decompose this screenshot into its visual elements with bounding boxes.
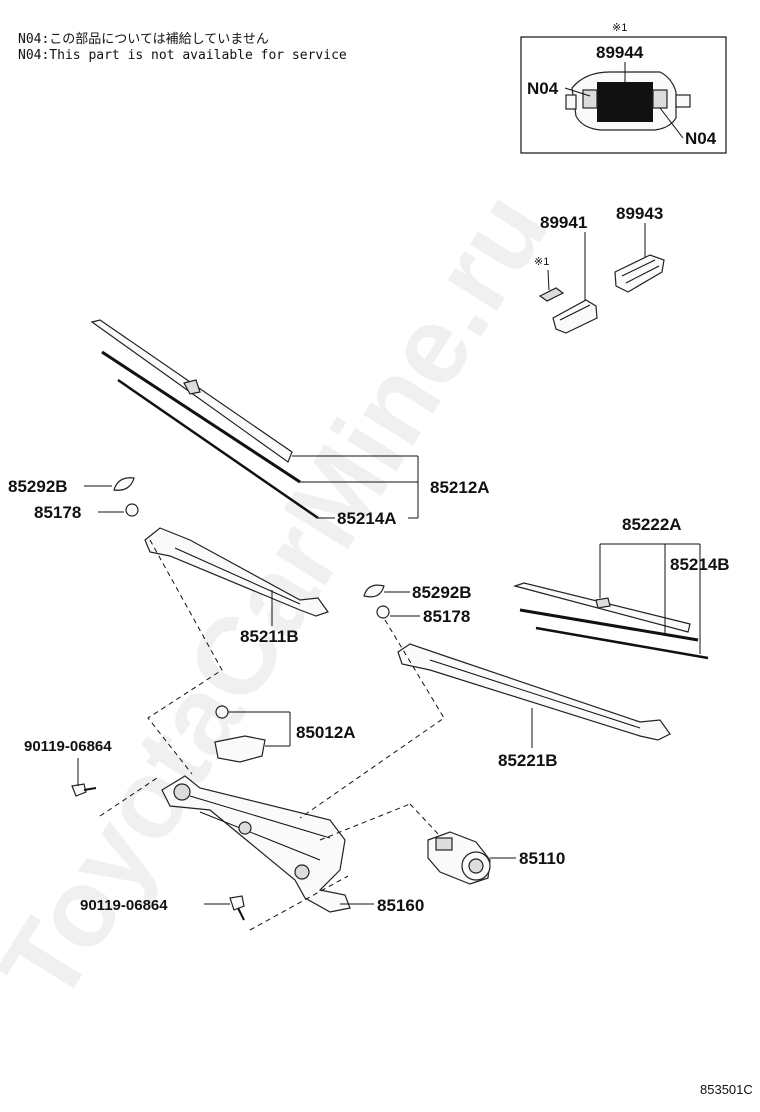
label-85212a[interactable]: 85212A (430, 478, 490, 497)
left-wiper-arm[interactable]: 85211B (144, 527, 329, 646)
label-85292b-left[interactable]: 85292B (8, 477, 68, 496)
label-85160[interactable]: 85160 (377, 896, 424, 915)
label-85222a[interactable]: 85222A (622, 515, 682, 534)
note-english: N04:This part is not available for servi… (18, 48, 347, 63)
inset-n04-left: N04 (527, 79, 559, 98)
cap-85292b-left[interactable]: 85292B (8, 477, 135, 496)
nut-85178-right[interactable]: 85178 (376, 605, 470, 626)
label-85211b[interactable]: 85211B (240, 627, 299, 646)
bolt-top[interactable]: 90119-06864 (24, 738, 112, 797)
label-85178-left[interactable]: 85178 (34, 503, 81, 522)
inset-box: ※1 89944 N04 N04 (520, 22, 727, 154)
ref-mark-small: ※1 (534, 256, 549, 268)
label-89943[interactable]: 89943 (616, 204, 663, 223)
label-bolt-top[interactable]: 90119-06864 (24, 738, 112, 755)
label-85110[interactable]: 85110 (519, 849, 565, 868)
label-85221b[interactable]: 85221B (498, 751, 558, 770)
label-85292b-right[interactable]: 85292B (412, 583, 472, 602)
diagram-code: 853501C (700, 1082, 753, 1097)
inset-part-label[interactable]: 89944 (596, 43, 644, 62)
label-89941[interactable]: 89941 (540, 213, 587, 232)
assembly-dashed-lines (99, 539, 445, 931)
right-wiper-blade[interactable]: 85222A 85214B (512, 515, 730, 660)
label-85012a[interactable]: 85012A (296, 723, 356, 742)
inset-ref-mark: ※1 (612, 22, 627, 34)
right-wiper-arm[interactable]: 85221B (397, 643, 671, 770)
note-japanese: N04:この部品については補給していません (18, 32, 269, 47)
wiper-motor-85110[interactable]: 85110 (427, 831, 565, 885)
label-bolt-bottom[interactable]: 90119-06864 (80, 897, 168, 914)
bolt-bottom[interactable]: 90119-06864 (80, 895, 245, 921)
label-85214a[interactable]: 85214A (337, 509, 397, 528)
clip-89941[interactable]: 89941 ※1 (534, 213, 598, 334)
nut-85178-left[interactable]: 85178 (34, 503, 139, 522)
pivot-85012a[interactable]: 85012A (214, 705, 356, 763)
label-85178-right[interactable]: 85178 (423, 607, 470, 626)
clip-89943[interactable]: 89943 (614, 204, 665, 293)
link-assembly-85160[interactable]: 85160 (161, 775, 424, 915)
cap-85292b-right[interactable]: 85292B (363, 583, 472, 602)
inset-n04-right: N04 (685, 129, 717, 148)
left-wiper-blade[interactable]: 85212A 85214A (90, 319, 490, 528)
